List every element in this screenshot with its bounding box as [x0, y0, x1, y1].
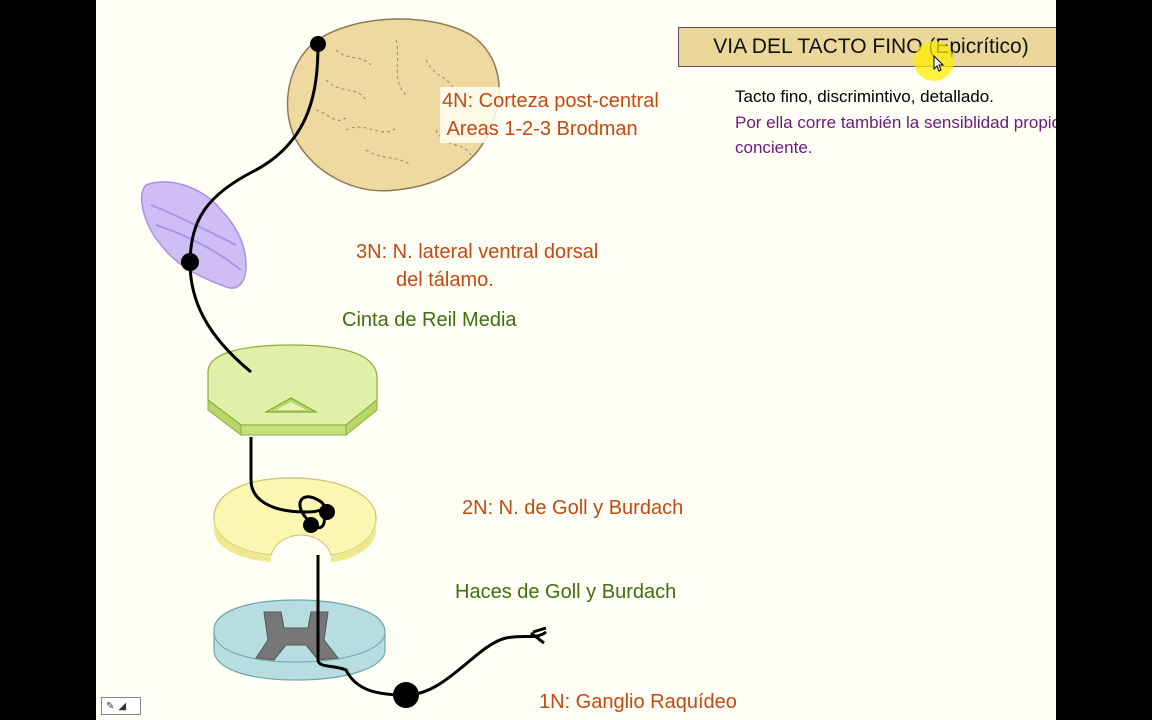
neuron-2n-b [303, 517, 319, 533]
title-box: VIA DEL TACTO FINO (Epicrítico) [678, 27, 1056, 67]
neuron-2n-a [319, 504, 335, 520]
label-2n: 2N: N. de Goll y Burdach [462, 494, 683, 522]
menu-icon[interactable]: ◢ [118, 701, 126, 712]
label-4n-line1: 4N: Corteza post-central [442, 87, 659, 115]
presentation-toolbar[interactable]: ✎ ◢ [101, 697, 141, 715]
label-4n: 4N: Corteza post-central Areas 1-2-3 Bro… [440, 87, 661, 143]
description-line-1: Tacto fino, discrimintivo, detallado. [735, 84, 994, 109]
label-4n-line2: Areas 1-2-3 Brodman [442, 115, 659, 143]
pen-icon[interactable]: ✎ [106, 701, 114, 712]
description-line-2: Por ella corre también la sensiblidad pr… [735, 110, 1056, 160]
label-cinta-reil: Cinta de Reil Media [342, 306, 517, 334]
label-3n-line2: del tálamo. [356, 266, 598, 294]
page-title: VIA DEL TACTO FINO (Epicrítico) [713, 35, 1028, 59]
neuron-4n [310, 36, 326, 52]
neuron-3n [181, 253, 199, 271]
neuron-1n [393, 682, 419, 708]
medulla-section-icon [214, 478, 376, 562]
label-1n: 1N: Ganglio Raquídeo [539, 688, 737, 716]
label-3n: 3N: N. lateral ventral dorsal del tálamo… [356, 238, 598, 294]
pointer-icon [933, 55, 945, 73]
label-3n-line1: 3N: N. lateral ventral dorsal [356, 238, 598, 266]
label-haces: Haces de Goll y Burdach [455, 578, 676, 606]
brainstem-section-icon [208, 345, 377, 435]
slide: VIA DEL TACTO FINO (Epicrítico) Tacto fi… [96, 0, 1056, 720]
spinal-cord-section-icon [214, 600, 385, 680]
